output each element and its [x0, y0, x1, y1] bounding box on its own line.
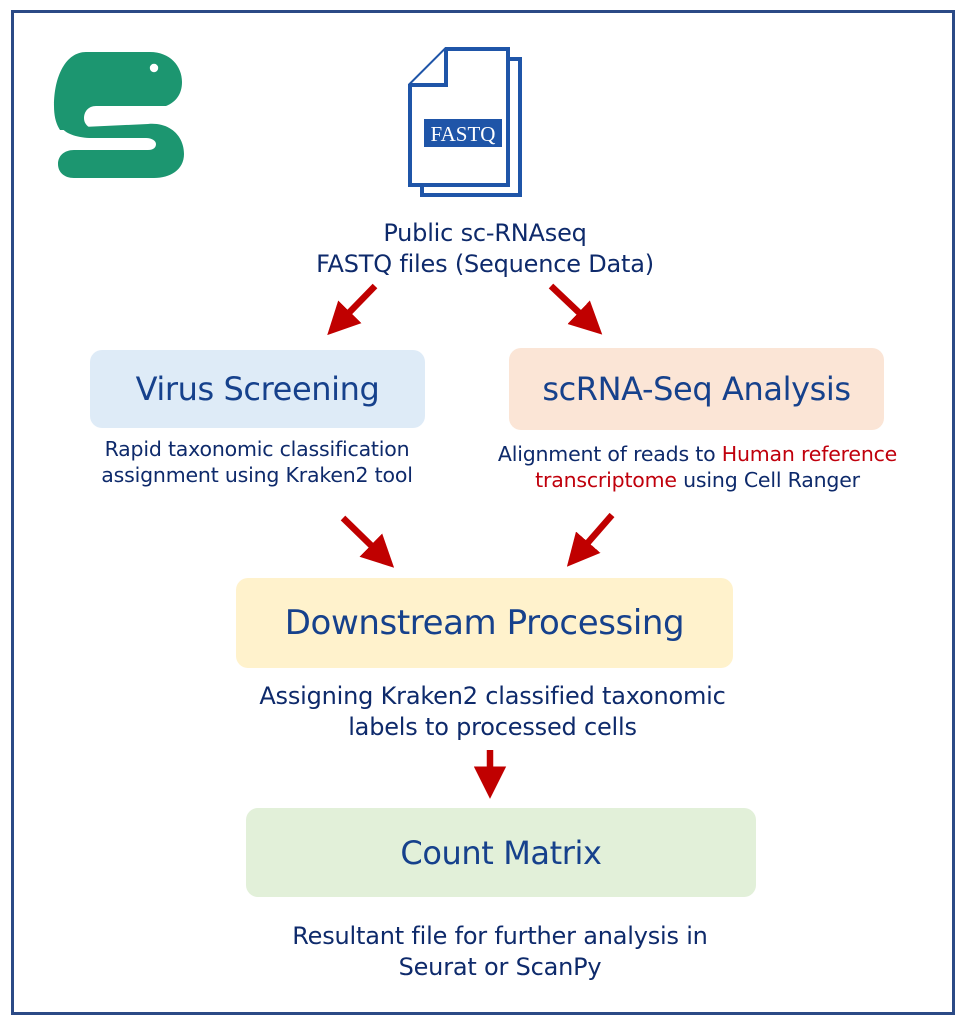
count-caption-line-2: Seurat or ScanPy — [398, 952, 602, 981]
scrna-caption-line-1: Alignment of reads to Human reference — [470, 441, 925, 467]
scrna-caption-suffix: using Cell Ranger — [676, 468, 860, 493]
downstream-processing-title: Downstream Processing — [284, 603, 685, 643]
source-caption: Public sc-RNAseq FASTQ files (Sequence D… — [290, 218, 680, 279]
virus-screening-caption: Rapid taxonomic classification assignmen… — [72, 436, 442, 488]
scrna-seq-analysis-title: scRNA-Seq Analysis — [542, 370, 851, 408]
scrna-caption-line-2: transcriptome using Cell Ranger — [470, 467, 925, 493]
fastq-file-icon: FASTQ — [408, 47, 522, 197]
scrna-caption-highlight-1: Human reference — [721, 442, 898, 466]
source-caption-line-1: Public sc-RNAseq — [383, 219, 587, 247]
count-matrix-title: Count Matrix — [400, 833, 602, 872]
source-caption-line-2: FASTQ files (Sequence Data) — [316, 249, 654, 278]
scrna-seq-caption: Alignment of reads to Human reference tr… — [470, 441, 925, 493]
downstream-caption-line-2: labels to processed cells — [348, 712, 637, 741]
fastq-file-label: FASTQ — [431, 122, 496, 146]
logo-shape — [54, 52, 184, 178]
virus-caption-line-2: assignment using Kraken2 tool — [101, 463, 413, 488]
downstream-caption-line-1: Assigning Kraken2 classified taxonomic — [259, 682, 726, 710]
downstream-processing-box: Downstream Processing — [236, 578, 733, 668]
scrna-caption-highlight-2: transcriptome — [535, 468, 677, 493]
count-caption-line-1: Resultant file for further analysis in — [292, 922, 708, 950]
count-matrix-box: Count Matrix — [246, 808, 756, 897]
virus-screening-title: Virus Screening — [135, 370, 380, 408]
scrna-seq-analysis-box: scRNA-Seq Analysis — [509, 348, 884, 430]
scrna-caption-prefix: Alignment of reads to — [497, 442, 722, 466]
virus-caption-line-1: Rapid taxonomic classification — [104, 437, 410, 461]
virus-screening-box: Virus Screening — [90, 350, 425, 428]
count-matrix-caption: Resultant file for further analysis in S… — [260, 921, 740, 982]
fastq-label-background — [424, 119, 502, 147]
snakemake-logo-icon — [54, 52, 184, 178]
downstream-caption: Assigning Kraken2 classified taxonomic l… — [215, 681, 770, 742]
